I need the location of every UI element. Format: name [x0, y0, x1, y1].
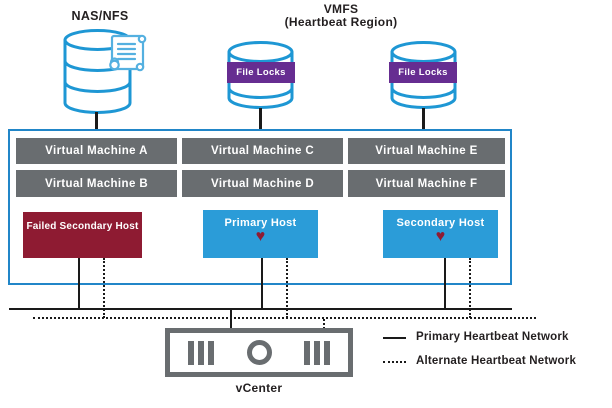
- primary-host-primary-net-line: [261, 258, 263, 310]
- secondary-host-box: Secondary Host ♥: [383, 210, 498, 258]
- vm-b-box: Virtual Machine B: [16, 170, 177, 197]
- vm-a-box: Virtual Machine A: [16, 138, 177, 164]
- failed-host-alternate-net-line: [103, 258, 105, 318]
- nas-connector-line: [95, 112, 98, 129]
- file-locks-badge-1: File Locks: [227, 62, 295, 83]
- failed-secondary-host-label: Failed Secondary Host: [26, 221, 139, 232]
- vcenter-left-vents-icon: [188, 340, 214, 365]
- vm-e-box: Virtual Machine E: [348, 138, 505, 164]
- cluster-box: [8, 129, 512, 285]
- secondary-host-primary-net-line: [444, 258, 446, 310]
- heartbeat-heart-icon: ♥: [435, 228, 446, 245]
- failed-secondary-host-box: Failed Secondary Host: [23, 212, 142, 258]
- vm-d-box: Virtual Machine D: [182, 170, 343, 197]
- vcenter-right-vents-icon: [304, 340, 330, 365]
- vcenter-label: vCenter: [235, 381, 283, 395]
- legend-dotted-line-swatch: [383, 361, 406, 363]
- primary-host-label: Primary Host: [224, 217, 297, 229]
- heartbeat-heart-icon: ♥: [255, 228, 266, 245]
- vcenter-power-ring-icon: [246, 340, 272, 365]
- file-locks-badge-2: File Locks: [389, 62, 457, 83]
- failed-host-primary-net-line: [78, 258, 80, 310]
- vcenter-alternate-net-connector: [323, 319, 325, 329]
- vm-c-box: Virtual Machine C: [182, 138, 343, 164]
- legend-alternate-network-label: Alternate Heartbeat Network: [416, 355, 577, 367]
- primary-host-box: Primary Host ♥: [203, 210, 318, 258]
- vmfs2-connector-line: [422, 108, 425, 129]
- secondary-host-label: Secondary Host: [396, 217, 485, 229]
- alternate-heartbeat-network-line: [33, 317, 536, 319]
- file-document-icon: [109, 34, 147, 72]
- vmfs-label-line2: (Heartbeat Region): [284, 15, 398, 29]
- primary-heartbeat-network-line: [9, 308, 512, 310]
- vcenter-primary-net-connector: [230, 310, 232, 328]
- secondary-host-alternate-net-line: [469, 258, 471, 318]
- vcenter-appliance-icon: [165, 328, 353, 377]
- vmfs-label: VMFS (Heartbeat Region): [241, 3, 441, 29]
- legend-primary-network-label: Primary Heartbeat Network: [416, 331, 569, 343]
- primary-host-alternate-net-line: [286, 258, 288, 318]
- vmfs1-connector-line: [259, 108, 262, 129]
- legend-solid-line-swatch: [383, 337, 406, 339]
- nas-label: NAS/NFS: [71, 9, 129, 23]
- vm-f-box: Virtual Machine F: [348, 170, 505, 197]
- vmfs-label-line1: VMFS: [323, 2, 359, 16]
